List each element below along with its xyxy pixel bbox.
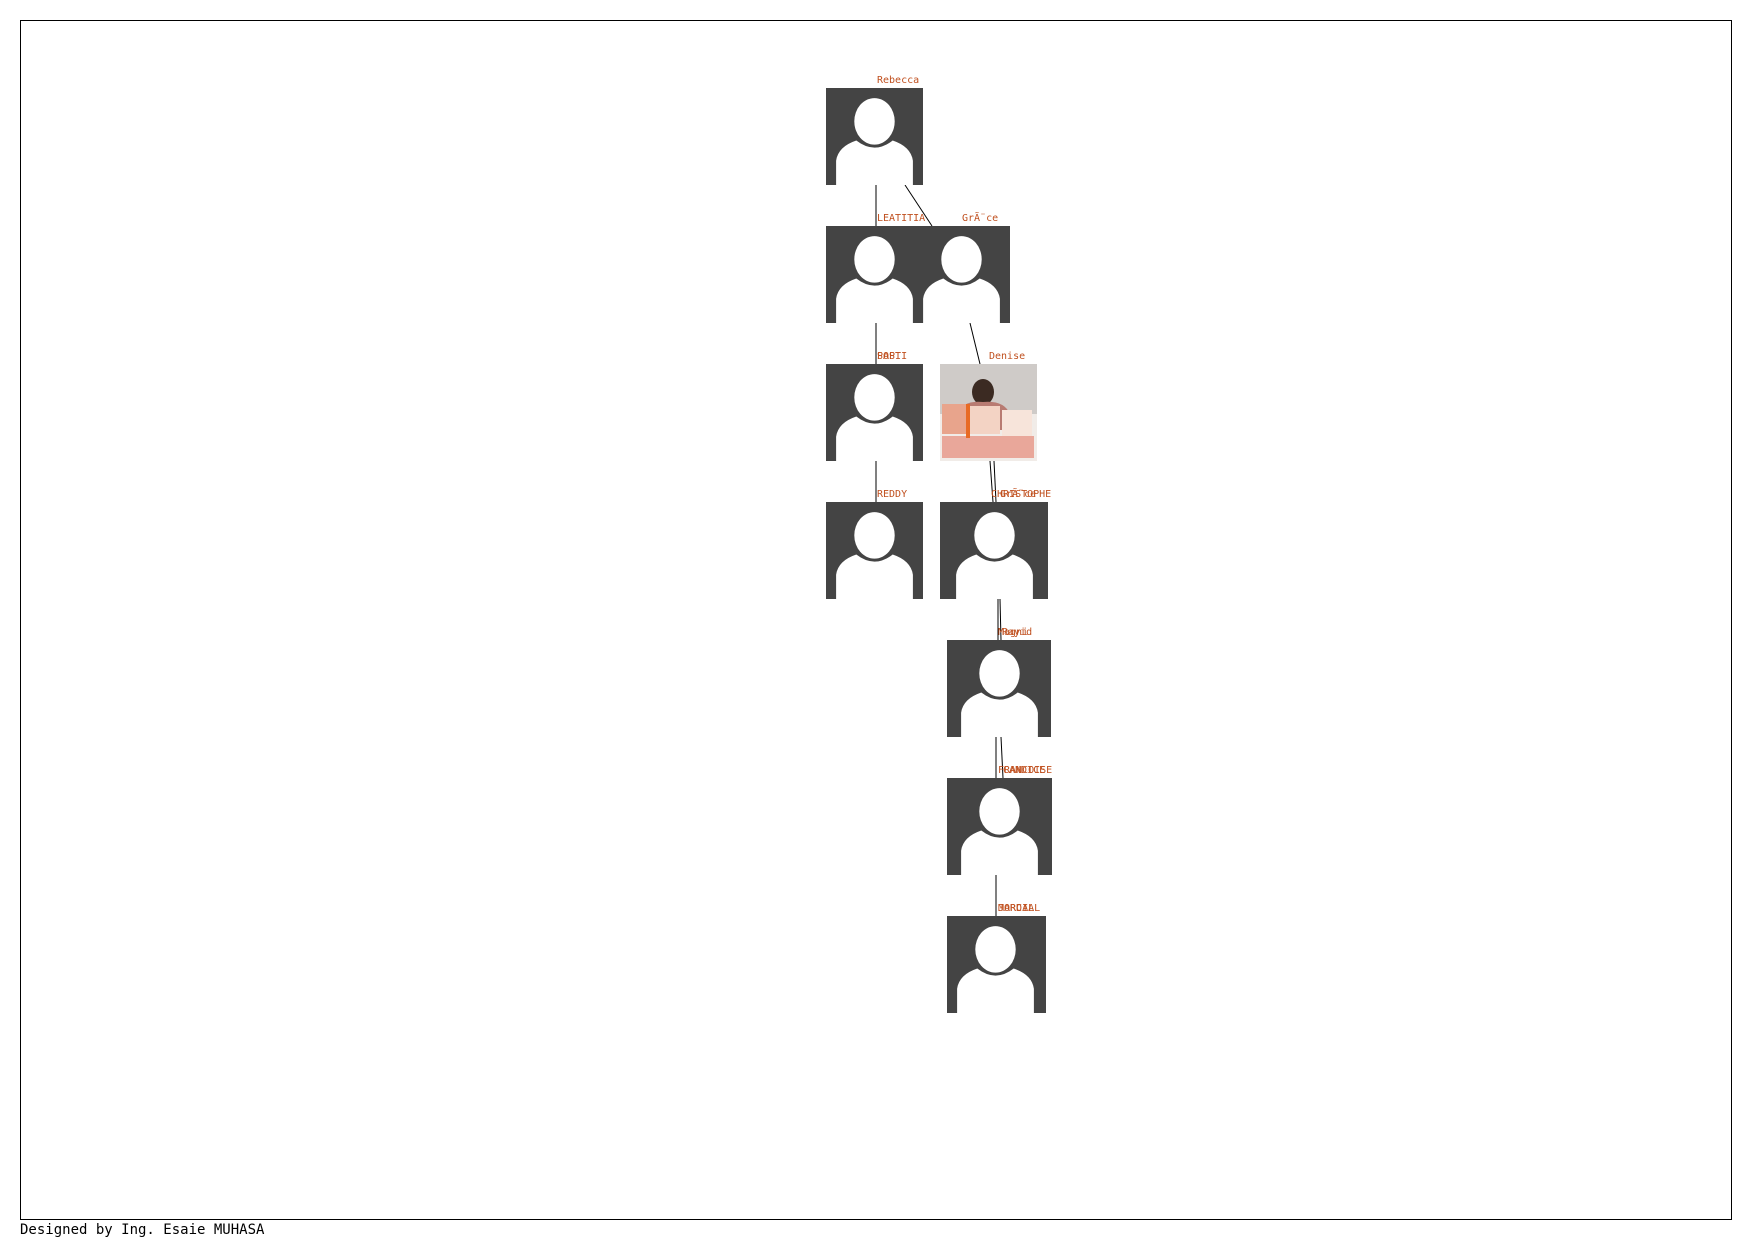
person-name: GrÃ¨ce bbox=[1000, 487, 1036, 500]
person-name: FRANCOISE bbox=[998, 765, 1052, 776]
person-name: REDDY bbox=[877, 489, 907, 500]
photo-boxes bbox=[1002, 410, 1032, 436]
person-name: Rayid bbox=[1002, 627, 1032, 638]
person-name: Rebecca bbox=[877, 75, 919, 86]
person-node-g7[interactable]: JORDAL MARCIAL bbox=[947, 903, 1046, 1013]
person-name: LEATITIA bbox=[877, 213, 925, 224]
photo-boxes bbox=[942, 404, 968, 434]
relation-line bbox=[999, 598, 1002, 641]
person-node-reddy[interactable]: REDDY bbox=[826, 489, 923, 599]
person-name: PAPI bbox=[877, 351, 901, 362]
relation-line bbox=[993, 460, 997, 503]
person-node-grace[interactable]: GrÃ¨ce bbox=[913, 211, 1010, 323]
person-node-denise[interactable]: Denise bbox=[940, 351, 1037, 461]
relation-line bbox=[989, 460, 994, 503]
photo-boxes bbox=[970, 406, 1000, 434]
person-node-g6[interactable]: FRANCOISE CANDICE bbox=[947, 765, 1052, 875]
person-name: GrÃ¨ce bbox=[962, 211, 998, 224]
person-name: CANDICE bbox=[1003, 765, 1045, 776]
photo-head bbox=[972, 379, 994, 405]
person-node-g5[interactable]: Magni Rayid bbox=[947, 627, 1051, 737]
person-node-christophe[interactable]: CHRISTOPHE GrÃ¨ce bbox=[940, 487, 1051, 599]
person-name: CHRISTOPHE bbox=[991, 489, 1051, 500]
relation-line bbox=[904, 184, 933, 227]
person-name: MARCIAL bbox=[998, 903, 1040, 914]
page-frame bbox=[20, 20, 1732, 1220]
photo-boxes bbox=[942, 436, 1034, 458]
person-node-leatitia[interactable]: LEATITIA bbox=[826, 213, 925, 323]
relation-line bbox=[1000, 736, 1004, 779]
person-name: SOSTI bbox=[877, 351, 907, 362]
relation-lines bbox=[875, 184, 1004, 916]
relation-line bbox=[969, 322, 981, 365]
person-name: JORDAL bbox=[998, 903, 1034, 914]
person-name: Denise bbox=[989, 351, 1025, 362]
person-name: Magni bbox=[998, 627, 1028, 638]
person-node-rebecca[interactable]: Rebecca bbox=[826, 75, 923, 185]
footer-credit: Designed by Ing. Esaie MUHASA bbox=[20, 1222, 265, 1238]
photo-boxes bbox=[966, 404, 970, 438]
person-node-g3[interactable]: PAPI SOSTI bbox=[826, 351, 923, 461]
